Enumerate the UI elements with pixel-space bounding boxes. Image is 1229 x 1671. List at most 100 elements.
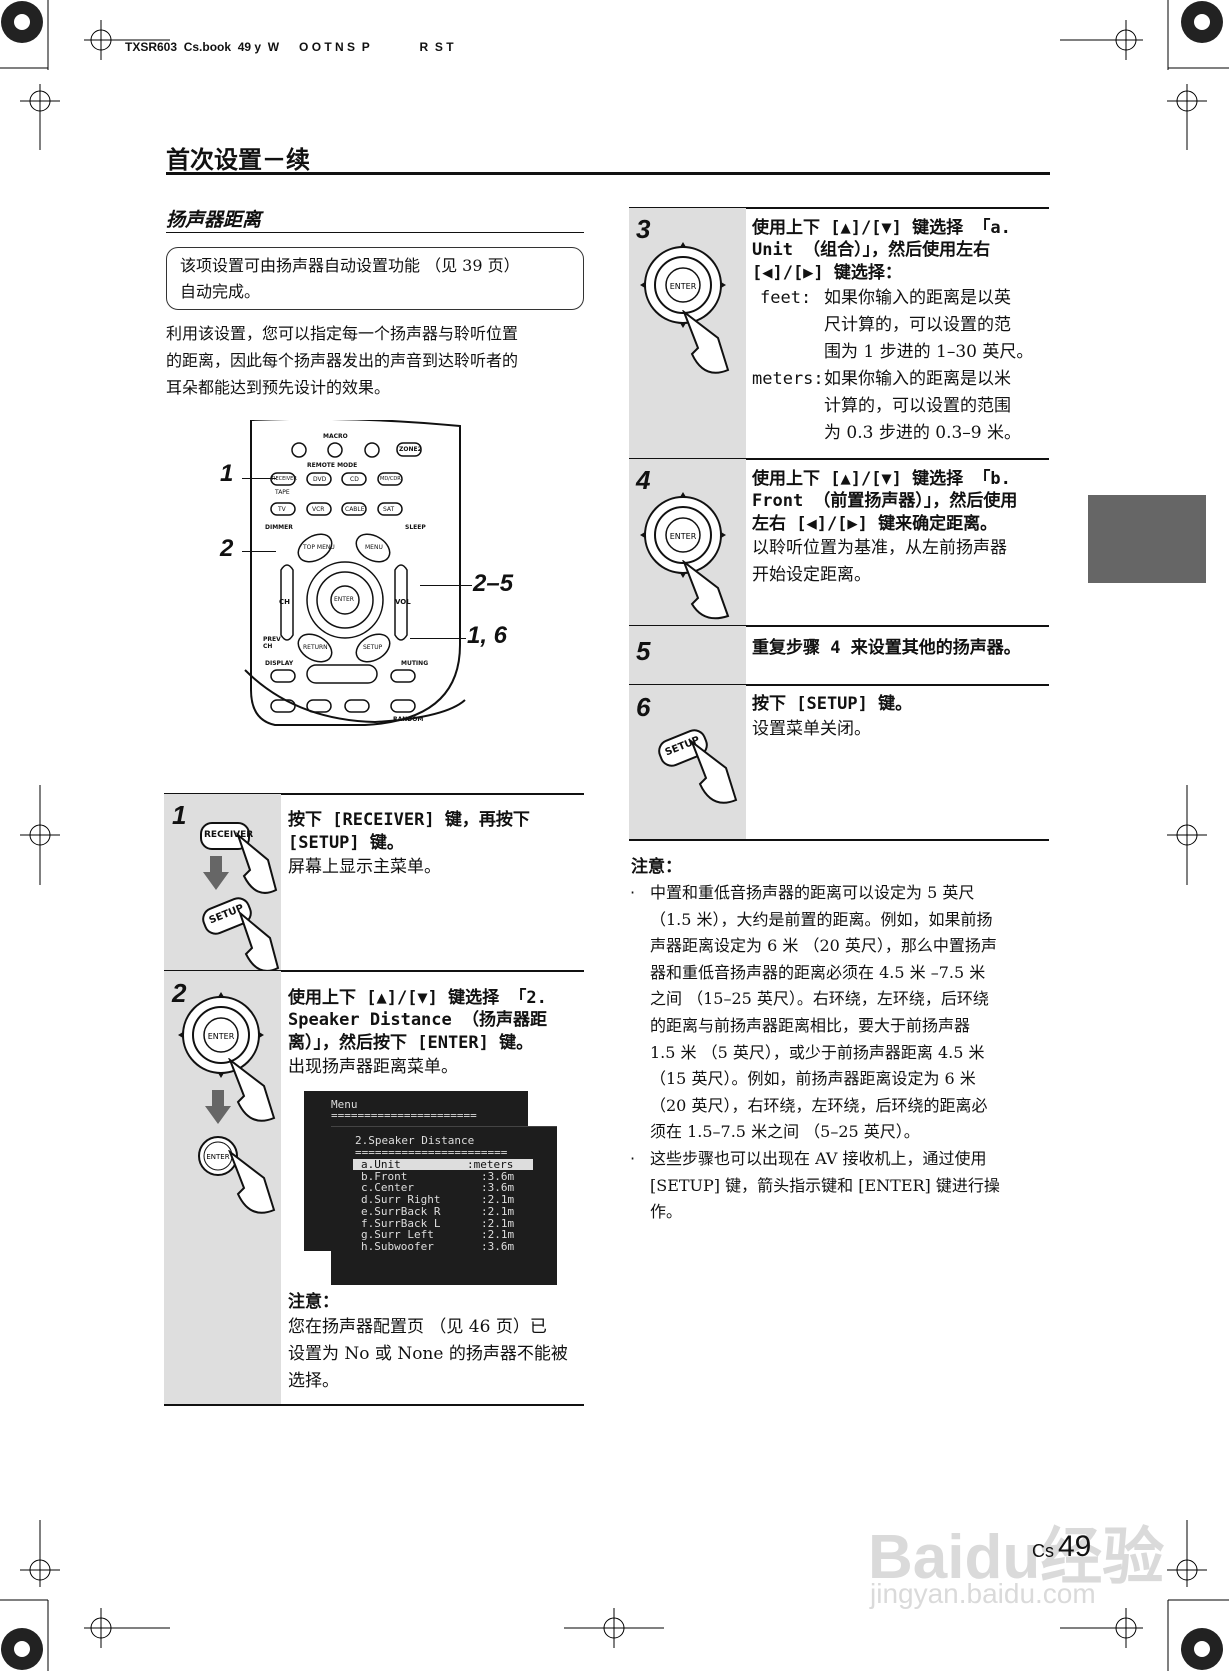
osd-row-label: c.Center xyxy=(361,1181,414,1195)
callout-1-6-line xyxy=(410,638,466,639)
step1-line1: 按下 [RECEIVER] 键，再按下 xyxy=(288,810,530,830)
note-bullet: · xyxy=(630,883,636,902)
remote-label-vcr: VCR xyxy=(312,506,325,513)
arrow-down-icon xyxy=(203,856,229,890)
remote-label-muting: MUTING xyxy=(401,660,429,667)
osd-row-value: :3.6m xyxy=(481,1169,515,1183)
remote-label-dimmer: DIMMER xyxy=(265,524,293,531)
section-title: 扬声器距离 xyxy=(166,209,262,231)
hand-press-icon xyxy=(682,560,730,620)
osd-row-label: a.Unit xyxy=(361,1158,401,1171)
step4-number: 4 xyxy=(636,465,651,495)
step5-icon-cell xyxy=(629,626,746,684)
step2-top-rule xyxy=(164,970,584,972)
remote-label-prev-ch: PREV CH xyxy=(263,636,281,650)
remote-label-display: DISPLAY xyxy=(265,660,294,667)
osd-back-title: Menu xyxy=(331,1098,358,1111)
osd-title: 2.Speaker Distance xyxy=(355,1134,475,1147)
callout-2: 2 xyxy=(220,535,234,562)
osd-row-value: :meters xyxy=(467,1158,514,1171)
hand-press-icon xyxy=(228,1150,276,1214)
callout-1-line xyxy=(242,478,276,479)
step6-number: 6 xyxy=(636,692,651,722)
step2-sub: 出现扬声器距离菜单。 xyxy=(288,1057,458,1077)
chapter-tab xyxy=(1088,495,1206,583)
remote-label-dvd: DVD xyxy=(313,476,327,483)
page-title: 首次设置－续 xyxy=(166,146,310,174)
step3-option-feet-desc2: 尺计算的，可以设置的范 xyxy=(824,315,1011,335)
osd-row: d.Surr Right:2.1m xyxy=(353,1194,533,1205)
osd-row-label: g.Surr Left xyxy=(361,1228,434,1242)
note-line: 声器距离设定为 6 米 （20 英尺），那么中置扬声 xyxy=(650,936,997,956)
receiver-button-label: RECEIVER xyxy=(204,830,254,840)
step2-number: 2 xyxy=(172,978,187,1008)
intro-line2: 的距离，因此每个扬声器发出的声音到达聆听者的 xyxy=(166,351,519,370)
note-box-line2: 自动完成。 xyxy=(180,282,261,301)
step4-sub2: 开始设定距离。 xyxy=(752,565,871,585)
remote-label-random: RANDOM xyxy=(393,716,424,723)
remote-illustration: MACRO ZONE2 REMOTE MODE RECEIVER DVD CD … xyxy=(215,417,555,740)
callout-2-line xyxy=(242,551,276,552)
hand-press-icon xyxy=(682,310,730,374)
osd-rule: ======================= xyxy=(355,1146,508,1159)
step3-option-feet-desc1: 如果你输入的距离是以英 xyxy=(824,288,1011,308)
step1-number: 1 xyxy=(172,800,187,830)
osd-row: h.Subwoofer:3.6m xyxy=(353,1241,533,1252)
intro-line1: 利用该设置，您可以指定每一个扬声器与聆听位置 xyxy=(166,324,519,343)
osd-back-rule: ====================== xyxy=(331,1109,477,1122)
step1-top-rule xyxy=(164,793,584,795)
remote-label-setup: SETUP xyxy=(363,644,383,651)
hand-press-icon xyxy=(228,1058,276,1122)
step3-top-rule xyxy=(629,207,1049,209)
lang-code: Cs xyxy=(1032,1541,1054,1561)
enter-dial-label: ENTER xyxy=(670,532,697,541)
step2-note-line2: 设置为 No 或 None 的扬声器不能被 xyxy=(288,1344,568,1364)
file-header: TXSR603 Cs.book 49 y W O O T N S P R S T xyxy=(125,40,454,54)
remote-label-vol: VOL xyxy=(395,598,411,606)
watermark-url: jingyan.baidu.com xyxy=(870,1578,1096,1609)
enter-dial-label: ENTER xyxy=(208,1032,235,1041)
callout-1: 1 xyxy=(220,460,234,487)
remote-label-enter: ENTER xyxy=(334,596,354,603)
step6-line1: 按下 [SETUP] 键。 xyxy=(752,694,913,714)
enter-dial-label: ENTER xyxy=(670,282,697,291)
enter-dial-icon: ENTER xyxy=(640,242,726,328)
step2-note-line1: 您在扬声器配置页 （见 46 页）已 xyxy=(288,1317,547,1337)
osd-row: e.SurrBack R :2.1m xyxy=(353,1206,533,1217)
remote-label-tv: TV xyxy=(278,506,286,513)
step2-note-title: 注意： xyxy=(288,1292,339,1312)
remote-label-zone2: ZONE2 xyxy=(399,446,422,453)
osd-row-label: d.Surr Right xyxy=(361,1193,441,1207)
enter-button-icon: ENTER xyxy=(198,1136,238,1176)
note-line: （20 英尺），右环绕，左环绕，后环绕的距离必 xyxy=(650,1095,988,1115)
remote-label-ch: CH xyxy=(279,598,290,606)
note-line: 这些步骤也可以出现在 AV 接收机上，通过使用 xyxy=(650,1149,987,1168)
osd-row-value: :2.1m xyxy=(481,1204,515,1218)
step4-line1: 使用上下 [▲]/[▼] 键选择 「b. xyxy=(752,469,1011,489)
osd-row: g.Surr Left :2.1m xyxy=(353,1229,533,1240)
step4-sub1: 以聆听位置为基准，从左前扬声器 xyxy=(752,538,1007,558)
enter-button-label: ENTER xyxy=(206,1153,229,1161)
hand-press-icon xyxy=(235,831,278,894)
arrow-down-icon xyxy=(205,1090,231,1124)
title-rule xyxy=(166,172,1050,175)
note-bullet: · xyxy=(630,1149,636,1168)
step3-option-feet-desc3: 围为 1 步进的 1–30 英尺。 xyxy=(824,342,1034,362)
step4-line2: Front （前置扬声器）」，然后使用 xyxy=(752,491,1018,511)
step3-line3: [◀]/[▶] 键选择： xyxy=(752,263,902,283)
note-line: [SETUP] 键，箭头指示键和 [ENTER] 键进行操 xyxy=(650,1175,1000,1195)
step2-line2: Speaker Distance （扬声器距 xyxy=(288,1010,547,1030)
osd-row: f.SurrBack L:2.1m xyxy=(353,1218,533,1229)
step3-option-meters-desc1: 如果你输入的距离是以米 xyxy=(824,369,1011,389)
osd-row-label: e.SurrBack R xyxy=(361,1204,441,1218)
osd-row: a.Unit :meters xyxy=(353,1159,533,1170)
intro-line3: 耳朵都能达到预先设计的效果。 xyxy=(166,378,391,397)
osd-row-value: :2.1m xyxy=(481,1228,515,1242)
step5-number: 5 xyxy=(636,636,651,666)
step3-option-feet-key: feet: xyxy=(760,288,812,308)
remote-label-macro: MACRO xyxy=(323,433,348,440)
step6-top-rule xyxy=(629,684,1049,686)
step2-line3: 离）」，然后按下 [ENTER] 键。 xyxy=(288,1033,534,1053)
osd-row-label: f.SurrBack L xyxy=(361,1216,441,1230)
